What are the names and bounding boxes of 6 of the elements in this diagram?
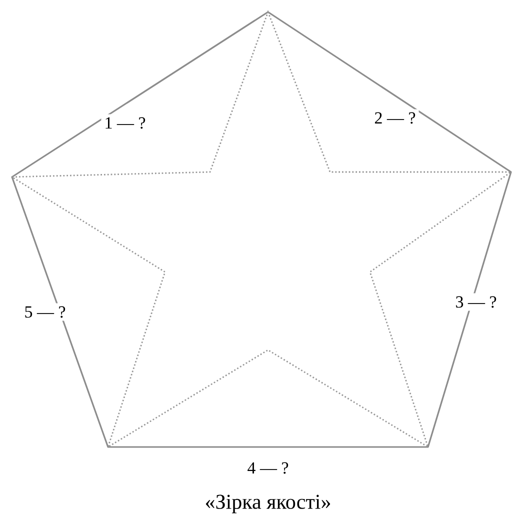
- side-label: 5 — ?: [21, 303, 69, 321]
- side-label: 1 — ?: [101, 114, 149, 132]
- side-label: 2 — ?: [371, 109, 419, 127]
- side-label: 4 — ?: [244, 459, 292, 477]
- side-label: 3 — ?: [452, 293, 500, 311]
- caption: «Зірка якості»: [206, 494, 330, 514]
